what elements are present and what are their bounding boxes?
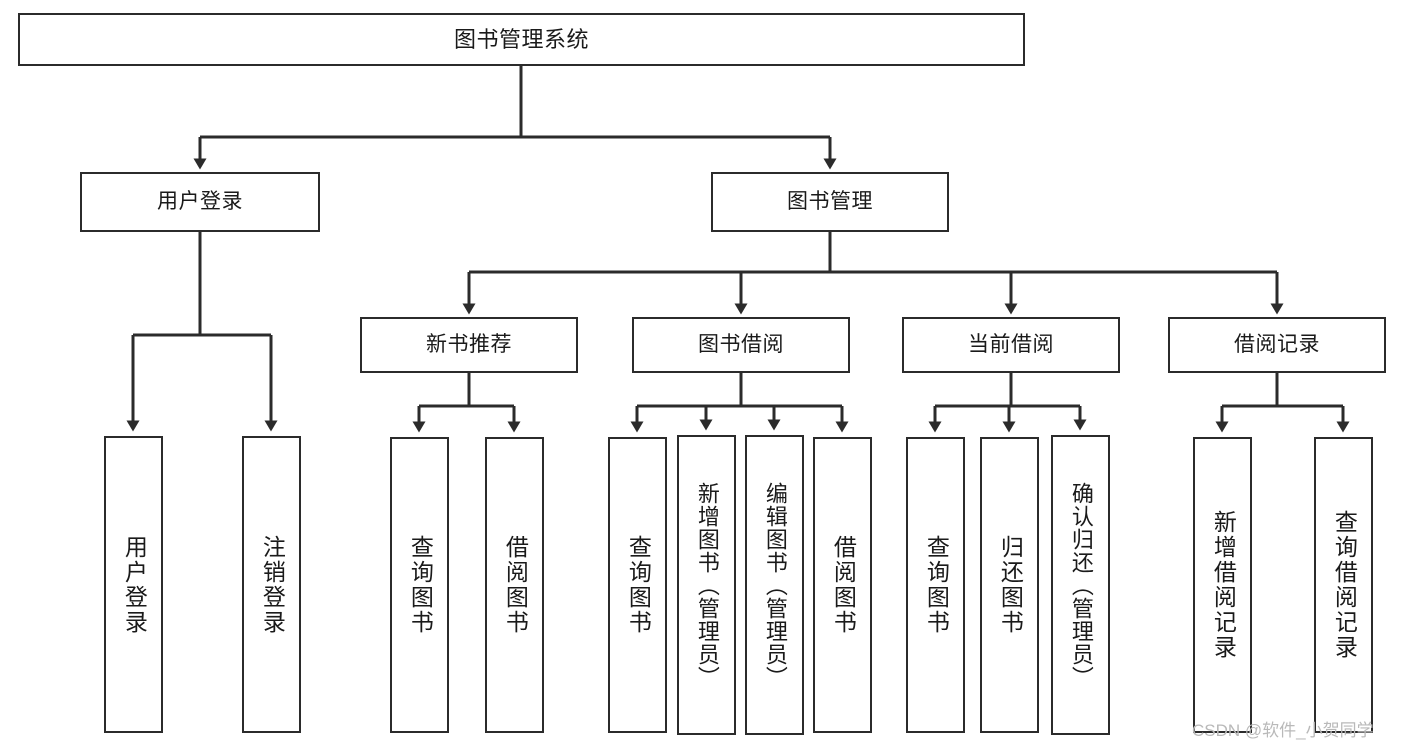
leaf-borrow-edit-book-admin[interactable]: 编辑图书（管理员） (745, 435, 804, 735)
node-root-system[interactable]: 图书管理系统 (18, 13, 1025, 66)
leaf-current-query-book[interactable]: 查询图书 (906, 437, 965, 733)
leaf-new-book-query-label: 查询图书 (407, 535, 434, 635)
node-new-book-recommendation[interactable]: 新书推荐 (360, 317, 578, 373)
leaf-current-return-book[interactable]: 归还图书 (980, 437, 1039, 733)
leaf-user-login-signin[interactable]: 用户登录 (104, 436, 163, 733)
leaf-record-add-record[interactable]: 新增借阅记录 (1193, 437, 1252, 733)
leaf-new-book-query[interactable]: 查询图书 (390, 437, 449, 733)
leaf-current-confirm-return-admin[interactable]: 确认归还（管理员） (1051, 435, 1110, 735)
leaf-new-book-borrow[interactable]: 借阅图书 (485, 437, 544, 733)
leaf-user-login-signin-label: 用户登录 (121, 534, 148, 635)
node-book-management[interactable]: 图书管理 (711, 172, 949, 232)
node-book-management-label: 图书管理 (787, 189, 873, 213)
node-book-borrowing[interactable]: 图书借阅 (632, 317, 850, 373)
leaf-record-add-record-label: 新增借阅记录 (1210, 510, 1237, 660)
leaf-record-query-record-label: 查询借阅记录 (1331, 510, 1358, 660)
leaf-current-confirm-return-admin-label: 确认归还（管理员） (1068, 481, 1094, 689)
node-new-book-recommendation-label: 新书推荐 (426, 332, 512, 356)
leaf-borrow-borrow-book[interactable]: 借阅图书 (813, 437, 872, 733)
leaf-borrow-borrow-book-label: 借阅图书 (830, 535, 857, 635)
csdn-watermark: CSDN @软件_小贺同学 (1192, 721, 1374, 740)
leaf-record-query-record[interactable]: 查询借阅记录 (1314, 437, 1373, 733)
leaf-borrow-query-book-label: 查询图书 (625, 535, 652, 635)
node-current-borrowing-label: 当前借阅 (968, 332, 1054, 356)
leaf-borrow-query-book[interactable]: 查询图书 (608, 437, 667, 733)
leaf-user-login-signout[interactable]: 注销登录 (242, 436, 301, 733)
leaf-current-return-book-label: 归还图书 (997, 535, 1024, 635)
node-borrowing-record[interactable]: 借阅记录 (1168, 317, 1386, 373)
node-borrowing-record-label: 借阅记录 (1234, 332, 1320, 356)
node-current-borrowing[interactable]: 当前借阅 (902, 317, 1120, 373)
leaf-user-login-signout-label: 注销登录 (259, 534, 286, 635)
node-user-login[interactable]: 用户登录 (80, 172, 320, 232)
leaf-current-query-book-label: 查询图书 (923, 535, 950, 635)
node-user-login-label: 用户登录 (157, 189, 243, 213)
node-root-system-label: 图书管理系统 (453, 26, 589, 52)
leaf-borrow-add-book-admin[interactable]: 新增图书（管理员） (677, 435, 736, 735)
leaf-new-book-borrow-label: 借阅图书 (502, 535, 529, 635)
node-book-borrowing-label: 图书借阅 (698, 332, 784, 356)
leaf-borrow-edit-book-admin-label: 编辑图书（管理员） (762, 481, 788, 689)
leaf-borrow-add-book-admin-label: 新增图书（管理员） (694, 481, 720, 689)
